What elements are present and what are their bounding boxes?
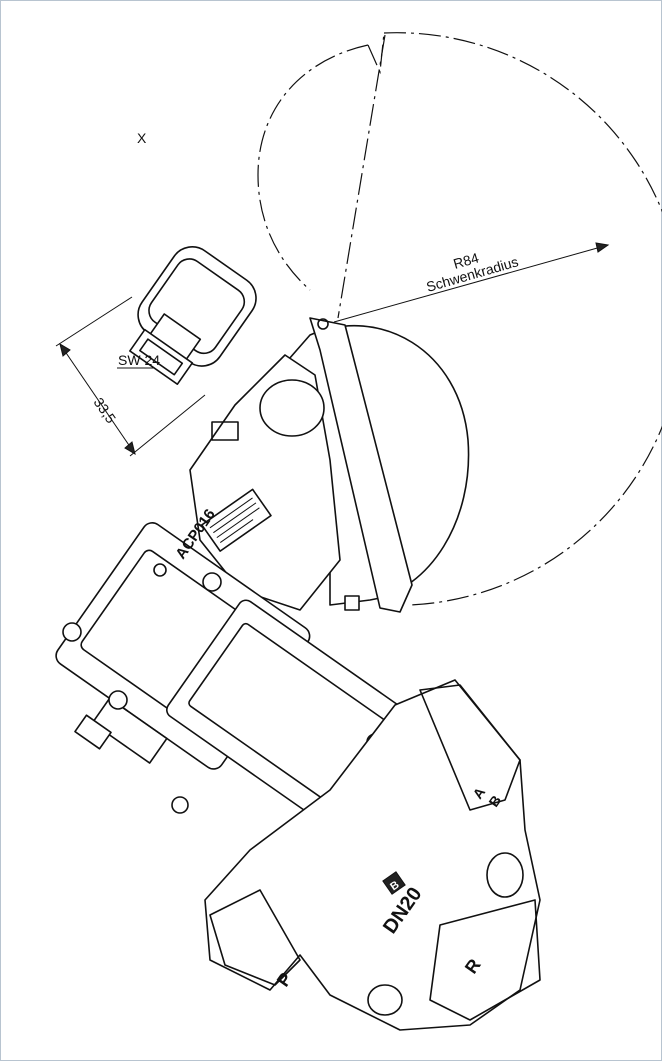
hinge-hole xyxy=(317,318,329,330)
port-p-boss xyxy=(209,889,301,986)
extension-line-top xyxy=(55,296,133,347)
screw-2 xyxy=(202,572,222,592)
radius-arrow xyxy=(595,242,610,253)
screw-3 xyxy=(108,690,128,710)
screw-1 xyxy=(62,622,82,642)
radius-label: R84 xyxy=(451,249,480,272)
manual-override xyxy=(74,714,112,750)
extension-line-bottom xyxy=(129,394,206,457)
radius-dimension-line xyxy=(333,244,609,323)
port-ab-boss xyxy=(419,684,521,811)
port-r-boss xyxy=(429,899,541,1021)
swivel-arc-inner xyxy=(257,44,369,291)
port-marker-box xyxy=(382,871,406,895)
latch xyxy=(344,595,360,611)
dim-arrow-top xyxy=(59,342,71,357)
cable-gland xyxy=(129,246,257,386)
cover-flange xyxy=(309,317,413,613)
center-line xyxy=(337,34,386,319)
port-ab-hole xyxy=(486,852,524,898)
wrench-size-label: SW 24 xyxy=(118,352,160,368)
dim-arrow-bottom xyxy=(124,441,136,456)
screw-5 xyxy=(171,796,189,814)
view-label: X xyxy=(137,130,147,146)
valve-base xyxy=(204,679,541,1031)
dimension-33-line xyxy=(59,343,136,455)
nameplate xyxy=(201,488,272,552)
port-p-hole xyxy=(367,984,403,1016)
pilot-knob xyxy=(259,379,325,437)
housing-tab xyxy=(211,421,239,441)
swivel-radius-arc xyxy=(383,32,662,606)
arc-top-tick xyxy=(367,32,385,75)
dimension-label: 33,5 xyxy=(91,395,120,427)
vent-plug xyxy=(153,563,167,577)
